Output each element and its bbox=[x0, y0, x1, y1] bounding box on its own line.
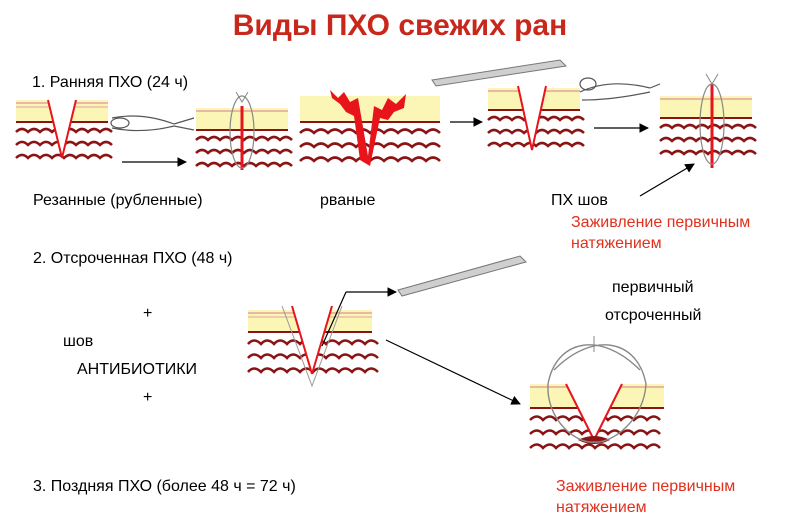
wound-type-torn: рваные bbox=[320, 192, 376, 209]
tissue-block-delayed-suture bbox=[529, 336, 664, 450]
section-delayed-label: 2. Отсроченная ПХО (48 ч) bbox=[33, 250, 233, 267]
needle-holder-icon bbox=[579, 77, 661, 101]
tissue-block-torn-wound bbox=[299, 90, 441, 166]
suture-icon bbox=[229, 95, 255, 169]
scalpel-icon bbox=[397, 255, 527, 297]
plus-top: + bbox=[143, 305, 153, 322]
scalpel-icon bbox=[431, 59, 568, 87]
primary-suture-label: ПХ шов bbox=[551, 192, 608, 209]
healing-bottom-line-1: Заживление первичным bbox=[556, 478, 736, 495]
section-early-label: 1. Ранняя ПХО (24 ч) bbox=[32, 74, 189, 91]
tissue-block-excised-wound bbox=[487, 85, 585, 151]
suture-kind-delayed: отсроченный bbox=[605, 307, 702, 324]
suture-icon bbox=[547, 344, 641, 385]
arrow-4 bbox=[639, 163, 695, 197]
plus-bottom: + bbox=[143, 389, 153, 406]
needle-holder-icon bbox=[110, 115, 195, 132]
tissue-block-primary-suture bbox=[659, 73, 757, 168]
suture-label: шов bbox=[63, 333, 94, 350]
healing-bottom-line-2: натяжением bbox=[556, 499, 647, 516]
arrow-6 bbox=[385, 339, 521, 405]
page-title: Виды ПХО свежих ран bbox=[232, 9, 568, 42]
tissue-block-sutured-cut bbox=[195, 91, 293, 170]
antibiotics-label: АНТИБИОТИКИ bbox=[77, 361, 198, 378]
section-late-label: 3. Поздняя ПХО (более 48 ч = 72 ч) bbox=[33, 478, 296, 495]
tissue-block-cut-wound bbox=[15, 99, 113, 160]
pointer-line bbox=[321, 291, 347, 347]
suture-kind-primary: первичный bbox=[612, 279, 694, 296]
healing-top-line-1: Заживление первичным bbox=[571, 214, 751, 231]
tissue-block-delayed-wound bbox=[247, 305, 379, 388]
wound-type-cut: Резанные (рубленные) bbox=[33, 192, 203, 209]
healing-top-line-2: натяжением bbox=[571, 235, 662, 252]
